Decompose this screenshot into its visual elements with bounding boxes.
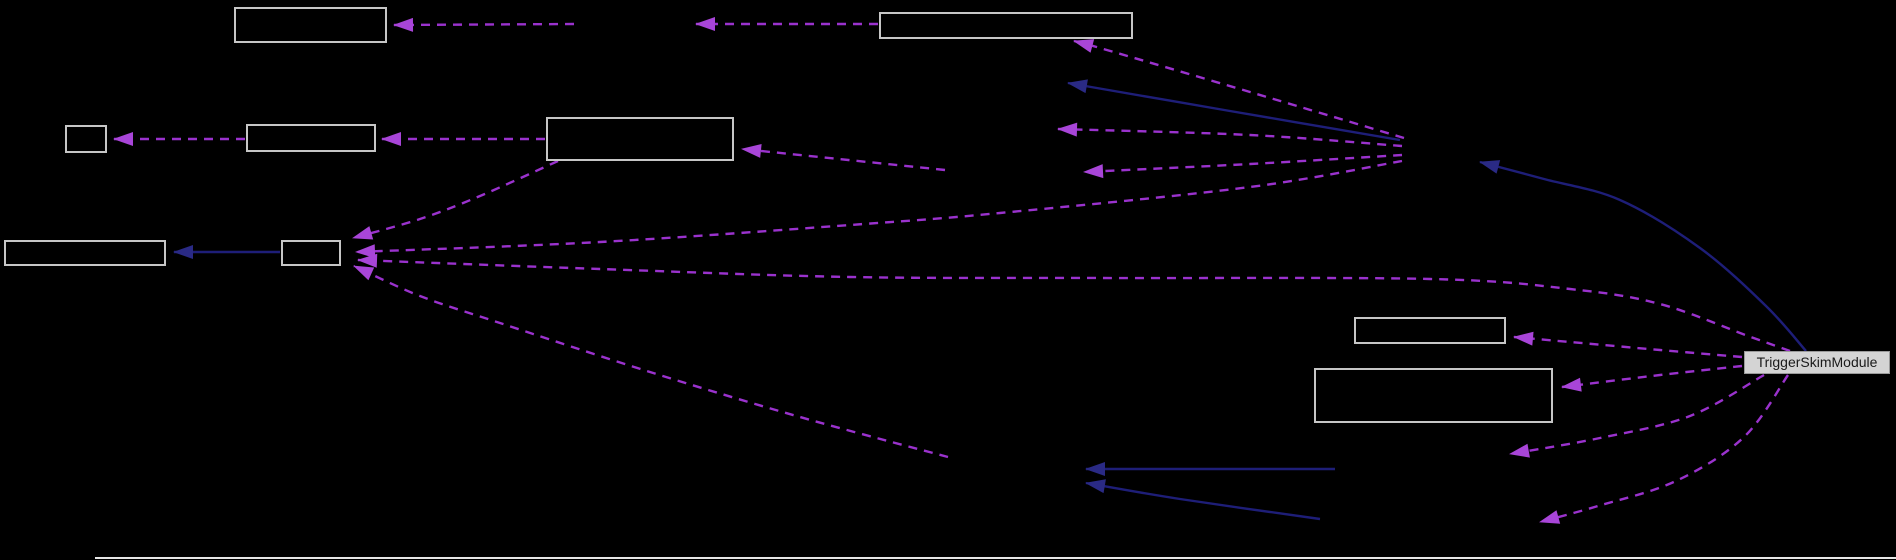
usage-edge bbox=[1057, 122, 1403, 148]
usage-edge bbox=[355, 159, 1403, 259]
inheritance-edge bbox=[1479, 160, 1807, 352]
usage-edge bbox=[1561, 364, 1743, 392]
usage-edge bbox=[1073, 39, 1405, 140]
usage-edge bbox=[357, 253, 1791, 353]
inheritance-edge bbox=[1085, 479, 1321, 521]
bottom-divider bbox=[95, 557, 1896, 559]
usage-edge bbox=[353, 264, 949, 459]
usage-edge bbox=[1539, 374, 1789, 524]
graph-node-box-top-center[interactable] bbox=[879, 12, 1133, 39]
usage-edge bbox=[352, 159, 559, 240]
usage-edge bbox=[1083, 153, 1403, 179]
graph-node-box-top-left[interactable] bbox=[234, 7, 387, 43]
graph-node-box-right-large[interactable] bbox=[1314, 368, 1553, 423]
graph-node-box-mid-left[interactable] bbox=[246, 124, 376, 152]
graph-node-box-small-left[interactable] bbox=[65, 125, 107, 153]
usage-edge bbox=[741, 143, 946, 172]
graph-node-box-right-small[interactable] bbox=[1354, 317, 1506, 344]
graph-node-box-lower-left[interactable] bbox=[4, 240, 166, 266]
graph-node-box-mid-center[interactable] bbox=[546, 117, 734, 161]
usage-edge bbox=[1509, 373, 1765, 458]
usage-edge bbox=[1513, 331, 1743, 359]
graph-node-box-lower-small[interactable] bbox=[281, 240, 341, 266]
inheritance-edge bbox=[1067, 79, 1401, 142]
usage-edge bbox=[393, 17, 575, 32]
node-triggerskimmodule[interactable]: TriggerSkimModule bbox=[1744, 351, 1890, 374]
